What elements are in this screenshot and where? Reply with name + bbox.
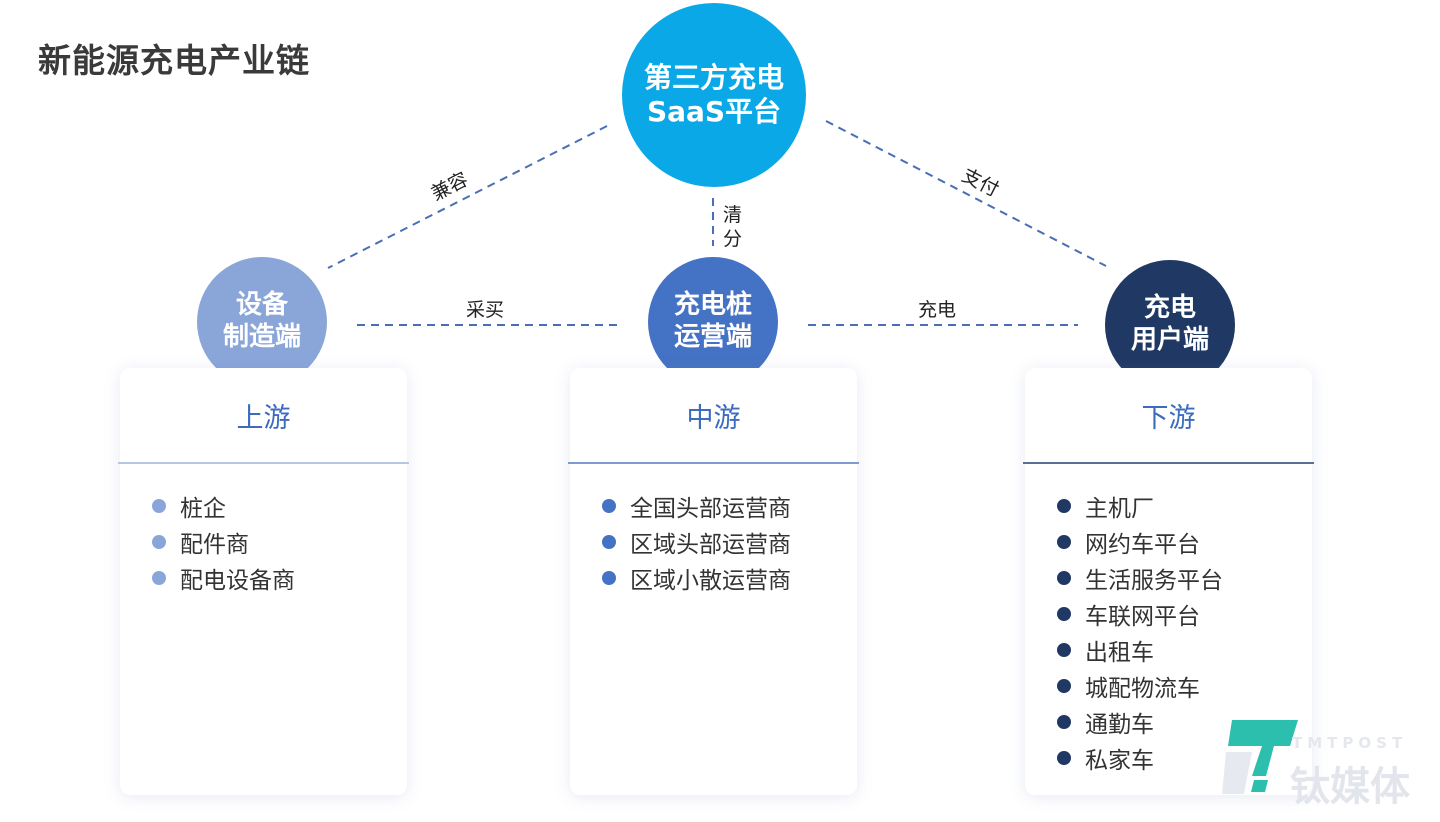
tmtpost-watermark: TMTPOST 钛媒体 xyxy=(1222,718,1410,810)
item-label: 私家车 xyxy=(1085,748,1154,774)
bullet-dot-icon xyxy=(1057,607,1071,621)
divider xyxy=(568,462,859,464)
bullet-dot-icon xyxy=(1057,643,1071,657)
list-item: 私家车 xyxy=(1057,740,1312,776)
item-list: 主机厂 网约车平台 生活服务平台 车联网平台 出租车 城配物流车 通勤车 私家车 xyxy=(1025,464,1312,776)
item-label: 区域头部运营商 xyxy=(630,532,791,558)
watermark-en: TMTPOST xyxy=(1292,734,1408,752)
divider xyxy=(118,462,409,464)
divider xyxy=(1023,462,1314,464)
bullet-dot-icon xyxy=(602,499,616,513)
edge-label-charging: 充电 xyxy=(918,299,957,321)
item-label: 通勤车 xyxy=(1085,712,1154,738)
tmtpost-logo-icon xyxy=(1222,720,1298,794)
item-label: 生活服务平台 xyxy=(1085,568,1223,594)
page-title: 新能源充电产业链 xyxy=(38,41,310,80)
bullet-dot-icon xyxy=(1057,571,1071,585)
node-saas-line2: SaaS平台 xyxy=(646,95,782,128)
edge-saas-upstream xyxy=(327,125,608,269)
item-label: 配电设备商 xyxy=(180,568,295,594)
card-upstream: 上游 桩企 配件商 配电设备商 xyxy=(118,368,409,795)
item-label: 网约车平台 xyxy=(1085,532,1200,558)
bullet-dot-icon xyxy=(1057,499,1071,513)
edge-label-purchase: 采买 xyxy=(466,299,505,321)
bullet-dot-icon xyxy=(1057,751,1071,765)
node-midstream-line1: 充电桩 xyxy=(673,290,752,321)
bullet-dot-icon xyxy=(152,535,166,549)
edge-label-clearing-2: 分 xyxy=(723,228,743,250)
node-upstream-line2: 制造端 xyxy=(222,322,301,352)
item-label: 出租车 xyxy=(1085,640,1154,666)
bullet-dot-icon xyxy=(602,571,616,585)
list-item: 生活服务平台 xyxy=(1057,560,1312,596)
list-item: 配件商 xyxy=(152,524,407,560)
bullet-dot-icon xyxy=(152,571,166,585)
item-label: 城配物流车 xyxy=(1085,676,1200,702)
item-label: 桩企 xyxy=(180,496,226,522)
node-saas-line1: 第三方充电 xyxy=(643,60,784,94)
item-label: 主机厂 xyxy=(1085,496,1154,522)
bullet-dot-icon xyxy=(1057,715,1071,729)
node-upstream-line1: 设备 xyxy=(235,290,288,321)
node-downstream-line1: 充电 xyxy=(1143,293,1196,324)
node-charging-operator: 充电桩 运营端 xyxy=(648,257,778,387)
node-equipment-manufacturer: 设备 制造端 xyxy=(197,257,327,387)
node-saas-platform: 第三方充电 SaaS平台 xyxy=(622,3,806,187)
list-item: 城配物流车 xyxy=(1057,668,1312,704)
item-label: 全国头部运营商 xyxy=(630,496,791,522)
list-item: 配电设备商 xyxy=(152,560,407,596)
list-item: 通勤车 xyxy=(1057,704,1312,740)
edge-saas-downstream xyxy=(825,120,1107,267)
card-title: 上游 xyxy=(236,402,291,434)
bullet-dot-icon xyxy=(1057,679,1071,693)
list-item: 车联网平台 xyxy=(1057,596,1312,632)
node-downstream-line2: 用户端 xyxy=(1130,325,1209,355)
item-label: 配件商 xyxy=(180,532,249,558)
bullet-dot-icon xyxy=(1057,535,1071,549)
item-label: 车联网平台 xyxy=(1085,604,1200,630)
card-title: 下游 xyxy=(1141,402,1196,434)
watermark-cn: 钛媒体 xyxy=(1290,764,1410,810)
item-list: 桩企 配件商 配电设备商 xyxy=(120,464,407,596)
list-item: 桩企 xyxy=(152,488,407,524)
list-item: 区域头部运营商 xyxy=(602,524,857,560)
node-midstream-line2: 运营端 xyxy=(673,322,752,352)
edge-label-clearing-1: 清 xyxy=(723,204,743,226)
item-label: 区域小散运营商 xyxy=(630,568,791,594)
bullet-dot-icon xyxy=(152,499,166,513)
item-list: 全国头部运营商 区域头部运营商 区域小散运营商 xyxy=(570,464,857,596)
list-item: 区域小散运营商 xyxy=(602,560,857,596)
card-midstream: 中游 全国头部运营商 区域头部运营商 区域小散运营商 xyxy=(568,368,859,795)
list-item: 出租车 xyxy=(1057,632,1312,668)
card-downstream: 下游 主机厂 网约车平台 生活服务平台 车联网平台 出租车 城配物流车 通勤车 … xyxy=(1023,368,1314,795)
list-item: 主机厂 xyxy=(1057,488,1312,524)
bullet-dot-icon xyxy=(602,535,616,549)
list-item: 网约车平台 xyxy=(1057,524,1312,560)
list-item: 全国头部运营商 xyxy=(602,488,857,524)
card-title: 中游 xyxy=(686,402,741,434)
